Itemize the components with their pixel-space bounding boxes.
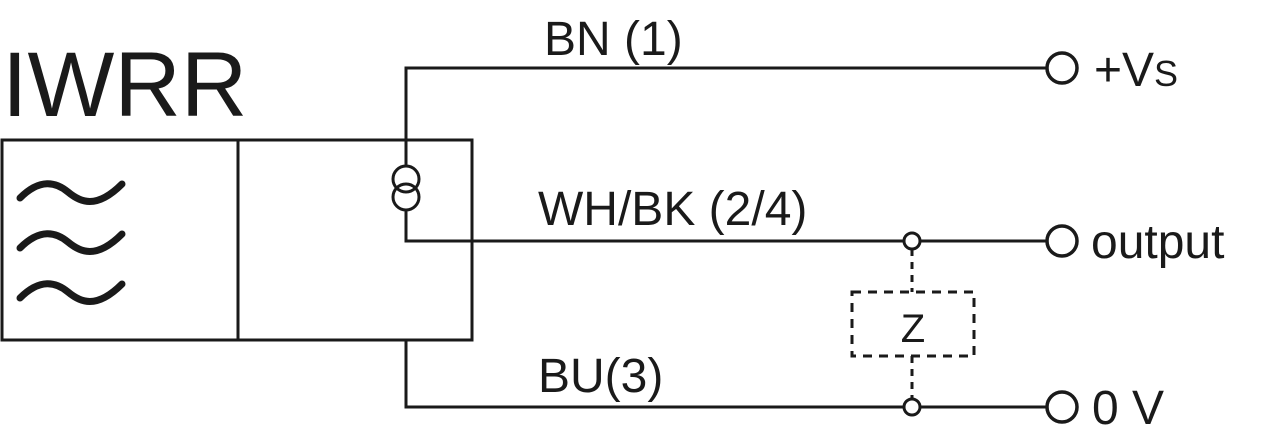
current-source-icon	[391, 164, 421, 212]
terminal-zero	[1045, 390, 1079, 424]
supply-main: +V	[1094, 44, 1154, 97]
terminal-output	[1045, 224, 1079, 258]
terminal-supply	[1045, 51, 1079, 85]
wire-label-bn: BN (1)	[544, 13, 683, 66]
terminal-label-supply: +VS	[1094, 44, 1178, 97]
wire-label-wh-bk: WH/BK (2/4)	[538, 183, 807, 236]
inductive-wave-icon	[16, 180, 126, 305]
junction-output	[902, 231, 922, 251]
terminal-label-output: output	[1091, 216, 1224, 269]
load-box	[850, 290, 976, 358]
supply-sub: S	[1154, 53, 1178, 94]
wire-bu	[404, 340, 1046, 409]
wire-bn	[404, 66, 1046, 166]
junction-zero	[902, 397, 922, 417]
wire-label-bu: BU(3)	[538, 350, 663, 403]
wire-wh-bk	[404, 210, 1046, 243]
sensor-title: IWRR	[2, 34, 247, 136]
load-label: Z	[901, 307, 925, 351]
terminal-label-zero: 0 V	[1092, 382, 1164, 435]
